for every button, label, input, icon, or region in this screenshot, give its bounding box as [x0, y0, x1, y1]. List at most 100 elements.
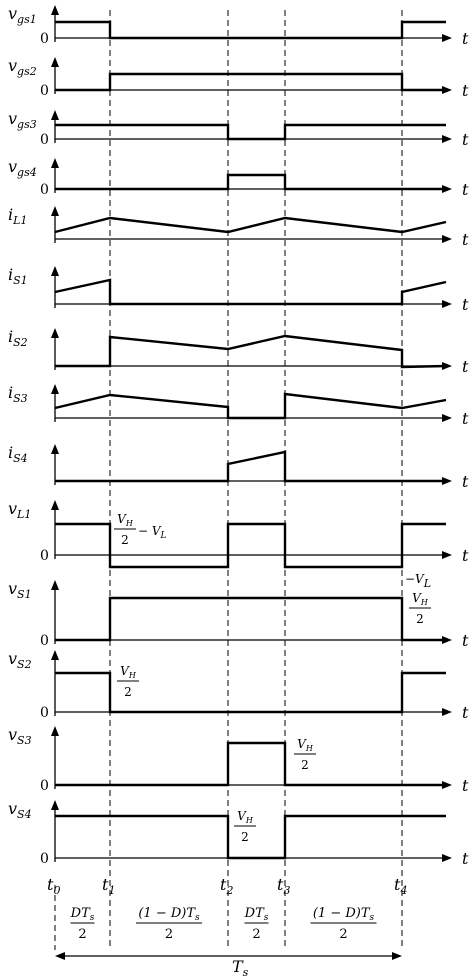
time-mark-t1: t1	[102, 875, 115, 897]
vS3-time-arrow	[442, 781, 452, 789]
wave-vS1	[55, 596, 446, 642]
vL1-zero-label: 0	[40, 548, 49, 564]
wave-iS3	[54, 392, 447, 420]
waveform-traces	[54, 20, 447, 860]
vgs1-zero-label: 0	[40, 31, 49, 47]
iS3-value-arrow	[51, 384, 59, 394]
interval-fraction-2: (1 − D)Ts2	[136, 906, 202, 942]
annotation-vS4-denominator: 2	[241, 830, 249, 844]
signal-label-iS3: iS3	[8, 383, 28, 405]
iL1-axis-t: t	[462, 230, 469, 249]
annotation-vS2: VH 2	[117, 664, 139, 699]
annotation-vS2-denominator: 2	[124, 685, 132, 699]
signal-label-vS1: vS1	[8, 579, 32, 601]
wave-iS4	[55, 450, 446, 483]
annotation-vL1-high-tail: − VL	[138, 524, 167, 541]
annotation-vS3-denominator: 2	[301, 758, 309, 772]
vgs2-value-arrow	[51, 57, 59, 67]
annotation-vS1: VH2	[409, 591, 431, 626]
signal-label-vgs2: vgs2	[8, 56, 37, 78]
iS2-axis-t: t	[462, 357, 469, 376]
vS1-value-arrow	[51, 580, 59, 590]
vS2-zero-label: 0	[40, 705, 49, 721]
iL1-time-arrow	[442, 235, 452, 243]
waveform-axes	[51, 5, 452, 862]
vS3-axis-t: t	[462, 776, 469, 795]
vL1-value-arrow	[51, 500, 59, 510]
annotation-vS2-numerator: VH	[120, 664, 137, 680]
signal-label-vgs4: vgs4	[8, 157, 37, 179]
vL1-time-arrow	[442, 551, 452, 559]
iS1-value-arrow	[51, 266, 59, 276]
vS2-value-arrow	[51, 650, 59, 660]
annotation-vL1-high-denominator: 2	[121, 533, 129, 547]
wave-iS1	[54, 278, 447, 306]
vS4-value-arrow	[51, 800, 59, 810]
iS4-axis-t: t	[462, 472, 469, 491]
vgs2-time-arrow	[442, 86, 452, 94]
wave-iL1	[54, 216, 447, 234]
wave-vS2	[55, 671, 446, 714]
time-mark-t0: t0	[47, 875, 60, 897]
iS1-time-arrow	[442, 300, 452, 308]
vgs4-value-arrow	[51, 158, 59, 168]
signal-label-vgs3: vgs3	[8, 109, 37, 131]
vgs2-zero-label: 0	[40, 83, 49, 99]
signal-label-iS2: iS2	[8, 327, 28, 349]
time-mark-t2: t2	[220, 875, 233, 897]
signal-label-vgs1: vgs1	[8, 4, 37, 26]
annotation-vS1-denominator: 2	[416, 612, 424, 626]
annotation-vL1-high-numerator: VH	[117, 512, 134, 528]
interval-fraction-1: DTs 2	[70, 906, 95, 942]
wave-vgs4	[55, 173, 446, 191]
signal-label-vS4: vS4	[8, 799, 32, 821]
iL1-value-arrow	[51, 206, 59, 216]
wave-vgs3	[55, 123, 446, 141]
wave-vL1	[55, 522, 446, 569]
signal-label-iS4: iS4	[8, 443, 28, 465]
vS4-axis-t: t	[462, 849, 469, 868]
vgs3-zero-label: 0	[40, 132, 49, 148]
iS1-axis-t: t	[462, 295, 469, 314]
interval-fraction-2-denominator: 2	[165, 927, 173, 942]
interval-fraction-1-numerator: DTs	[70, 906, 95, 923]
vgs2-axis-t: t	[462, 81, 469, 100]
vgs4-axis-t: t	[462, 180, 469, 199]
vS4-time-arrow	[442, 854, 452, 862]
vS2-time-arrow	[442, 708, 452, 716]
signal-label-vS3: vS3	[8, 725, 32, 747]
vS1-axis-t: t	[462, 631, 469, 650]
iS3-axis-t: t	[462, 409, 469, 428]
wave-vgs1	[55, 20, 446, 40]
annotation-vL1-high: VH 2	[114, 512, 136, 547]
vS4-zero-label: 0	[40, 851, 49, 867]
wave-vS3	[55, 741, 446, 787]
vgs1-time-arrow	[442, 34, 452, 42]
signal-label-iS1: iS1	[8, 265, 28, 287]
vS1-zero-label: 0	[40, 633, 49, 649]
vgs3-time-arrow	[442, 135, 452, 143]
vgs3-axis-t: t	[462, 130, 469, 149]
annotation-vS4: VH 2	[234, 809, 256, 844]
vS2-axis-t: t	[462, 703, 469, 722]
vgs4-time-arrow	[442, 185, 452, 193]
vS1-time-arrow	[442, 636, 452, 644]
interval-fraction-4: (1 − D)Ts 2	[310, 906, 377, 942]
time-mark-t3: t3	[277, 875, 290, 897]
vS3-zero-label: 0	[40, 778, 49, 794]
time-mark-t4: t4	[394, 875, 407, 897]
signal-label-vS2: vS2	[8, 649, 32, 671]
annotation-vS3-numerator: VH	[297, 737, 314, 753]
vgs4-zero-label: 0	[40, 182, 49, 198]
signal-labels: t0vgs1t0vgs2t0vgs3t0vgs4tiL1tiS1tiS2tiS3…	[8, 4, 469, 868]
annotation-vS4-numerator: VH	[237, 809, 254, 825]
period-arrow-right	[392, 952, 402, 960]
interval-fraction-4-denominator: 2	[339, 927, 347, 942]
wave-vgs2	[55, 72, 446, 92]
wave-vS4	[55, 814, 446, 860]
interval-fraction-1-denominator: 2	[78, 927, 86, 942]
vgs1-value-arrow	[51, 5, 59, 15]
interval-fraction-4-numerator: (1 − D)Ts	[313, 906, 375, 923]
